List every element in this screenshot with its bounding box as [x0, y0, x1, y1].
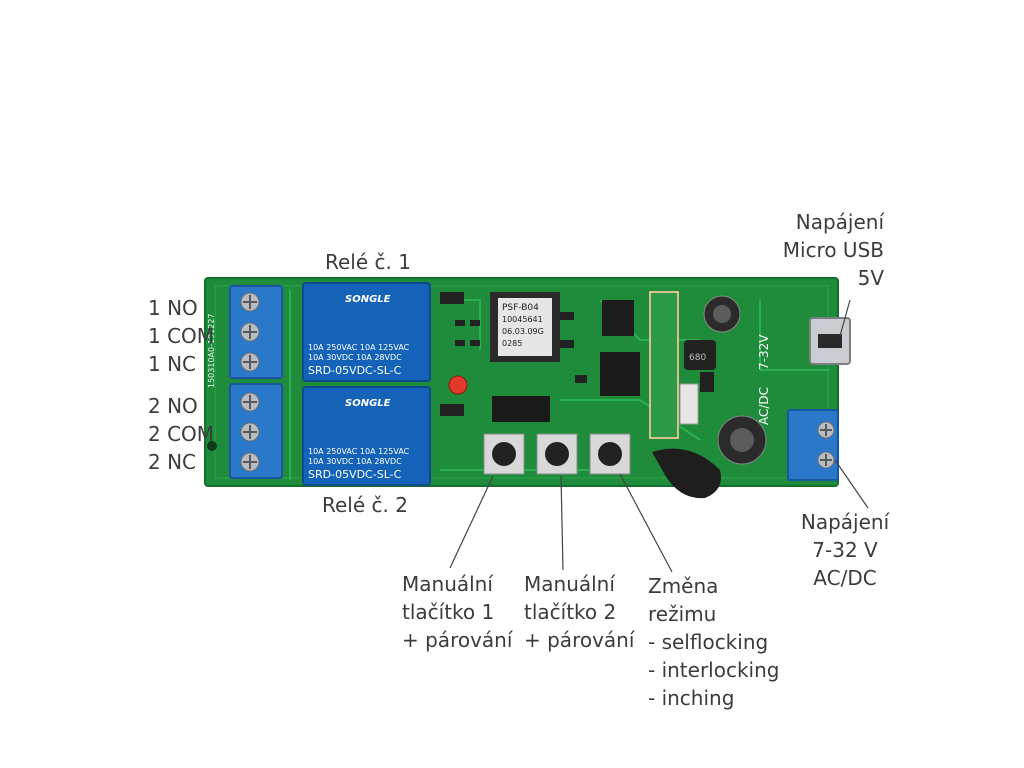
- svg-text:10A 30VDC 10A 28VDC: 10A 30VDC 10A 28VDC: [308, 353, 402, 362]
- pcb-id-text: 150310A0-191227: [207, 313, 216, 388]
- pcb-inner-line: [214, 285, 829, 479]
- rf-receiver: [649, 291, 679, 439]
- svg-text:SONGLE: SONGLE: [345, 398, 391, 409]
- smd-components: [440, 292, 714, 416]
- crystal: [679, 383, 699, 425]
- button-2: [536, 433, 578, 475]
- power-terminal: [787, 409, 839, 481]
- mounting-hole: [207, 441, 217, 451]
- svg-text:10045641: 10045641: [502, 315, 543, 324]
- svg-text:0285: 0285: [502, 339, 522, 348]
- svg-text:SRD-05VDC-SL-C: SRD-05VDC-SL-C: [308, 364, 402, 377]
- svg-text:680: 680: [689, 353, 706, 363]
- relay-2: SONGLE 10A 250VAC 10A 125VAC 10A 30VDC 1…: [302, 386, 431, 486]
- relay2-label: Relé č. 2: [322, 493, 408, 517]
- svg-text:06.03.09G: 06.03.09G: [502, 327, 544, 336]
- relay1-label: Relé č. 1: [325, 250, 411, 274]
- button-mode: [589, 433, 631, 475]
- label-2-no: 2 NO: [148, 394, 198, 418]
- mode-button-label: Změna režimu - selflocking - interlockin…: [648, 574, 780, 710]
- svg-text:10A 250VAC 10A 125VAC: 10A 250VAC 10A 125VAC: [308, 343, 410, 352]
- acdc-silk: AC/DC: [757, 387, 771, 425]
- power-usb-label: Napájení Micro USB 5V: [782, 210, 884, 290]
- label-2-nc: 2 NC: [148, 450, 197, 474]
- button2-label: Manuální tlačítko 2 + párování: [524, 572, 635, 652]
- regulator: [602, 300, 634, 336]
- label-2-com: 2 COM: [148, 422, 215, 446]
- wifi-module: PSF-B04 10045641 06.03.09G 0285: [490, 292, 560, 362]
- terminal-block-relay1: [229, 285, 283, 379]
- relay-1: SONGLE 10A 250VAC 10A 125VAC 10A 30VDC 1…: [302, 282, 431, 382]
- button1-label: Manuální tlačítko 1 + párování: [402, 572, 513, 652]
- button-1: [483, 433, 525, 475]
- terminal-labels-relay2: 2 NO 2 COM 2 NC: [148, 392, 214, 476]
- svg-text:SRD-05VDC-SL-C: SRD-05VDC-SL-C: [308, 468, 402, 481]
- label-1-com: 1 COM: [148, 324, 215, 348]
- label-1-no: 1 NO: [148, 296, 198, 320]
- label-1-nc: 1 NC: [148, 352, 197, 376]
- power-dc-label: Napájení 7-32 V AC/DC: [800, 510, 890, 590]
- svg-text:SONGLE: SONGLE: [345, 294, 391, 305]
- antenna-coil: [652, 448, 721, 499]
- ic-chip-2: [600, 352, 640, 396]
- terminal-labels-relay1: 1 NO 1 COM 1 NC: [148, 294, 214, 378]
- voltage-silk: 7-32V: [757, 334, 771, 370]
- svg-text:10A 250VAC 10A 125VAC: 10A 250VAC 10A 125VAC: [308, 447, 410, 456]
- led: [448, 375, 468, 395]
- ic-chip-1: [492, 396, 550, 422]
- svg-text:10A 30VDC 10A 28VDC: 10A 30VDC 10A 28VDC: [308, 457, 402, 466]
- leader-lines: [449, 299, 869, 573]
- terminal-block-relay2: [229, 383, 283, 479]
- inductor: [684, 340, 716, 370]
- svg-text:PSF-B04: PSF-B04: [502, 303, 539, 313]
